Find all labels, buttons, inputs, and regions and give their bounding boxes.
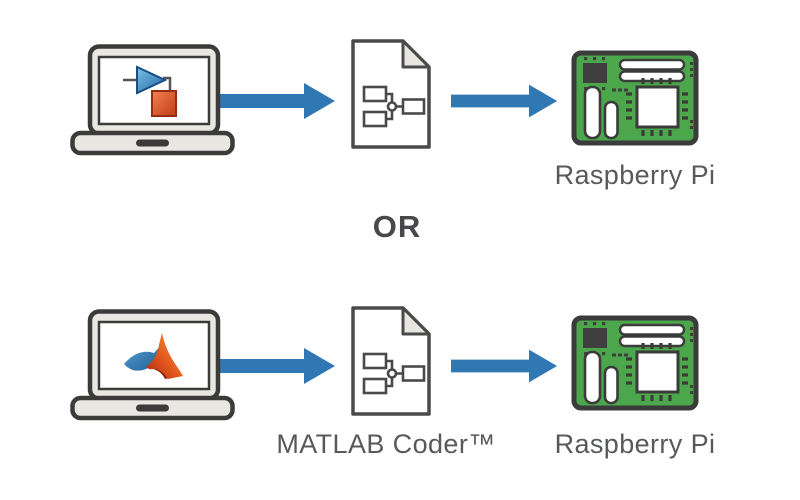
laptop-matlab-icon (70, 309, 235, 421)
or-label: OR (372, 209, 422, 244)
matlab-coder-label: MATLAB Coder™ (276, 429, 496, 459)
raspberry-pi-board-icon (571, 315, 699, 411)
flow-arrow-icon (451, 81, 558, 121)
generated-code-file-icon (351, 306, 431, 416)
generated-code-file-icon (351, 39, 431, 149)
flow-arrow-icon (218, 81, 336, 121)
laptop-simulink-icon (70, 44, 235, 156)
flow-arrow-icon (218, 346, 336, 386)
raspberry-pi-board-icon (571, 50, 699, 146)
raspberry-pi-label: Raspberry Pi (554, 429, 716, 459)
raspberry-pi-label: Raspberry Pi (554, 160, 716, 190)
flow-arrow-icon (451, 346, 558, 386)
